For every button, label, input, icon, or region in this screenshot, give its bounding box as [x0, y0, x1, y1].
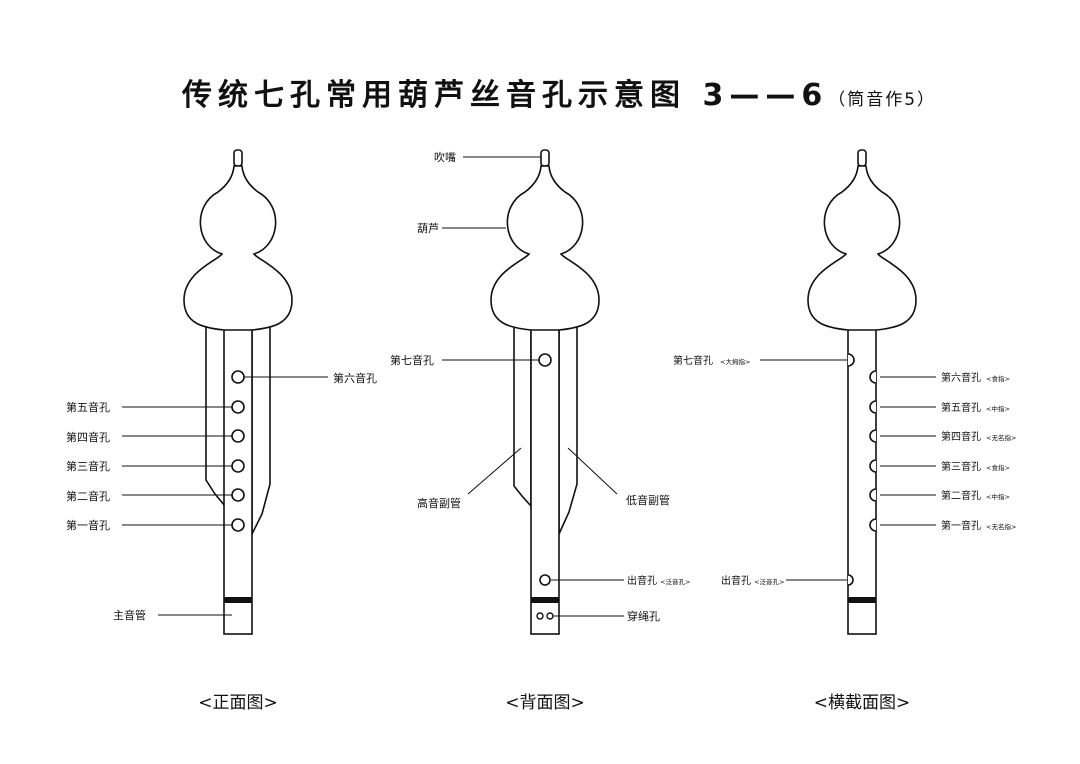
- front-label-hole3: 第三音孔: [66, 459, 110, 473]
- back-gourd: [490, 149, 600, 331]
- diagram-title: 传统七孔常用葫芦丝音孔示意图 3——6（筒音作5）: [182, 70, 936, 114]
- back-string-hole-2: [546, 612, 554, 620]
- front-view: 第六音孔 第五音孔 第四音孔 第三音孔 第二音孔 第一音孔 主音管 <正面图>: [66, 149, 377, 713]
- back-label-outlet: 出音孔: [627, 574, 657, 587]
- side-gourd: [807, 149, 917, 331]
- front-label-main-pipe: 主音管: [113, 608, 146, 622]
- side-label-hole2-finger: <中指>: [986, 492, 1010, 501]
- back-outlet-hole: [539, 574, 551, 586]
- side-view: 第七音孔 <大拇指> 第六音孔 <食指> 第五音孔 <中指> 第四音孔 <无名指…: [673, 149, 1016, 713]
- side-hole-5: [869, 400, 877, 414]
- front-hole-1: [231, 518, 245, 532]
- back-label-high-pipe: 高音副管: [417, 496, 461, 510]
- front-pipe-band: [224, 597, 252, 603]
- title-main: 传统七孔常用葫芦丝音孔示意图: [182, 78, 686, 113]
- back-caption: <背面图>: [505, 693, 585, 713]
- side-label-hole7: 第七音孔: [673, 354, 713, 367]
- side-label-hole4-finger: <无名指>: [986, 433, 1016, 442]
- front-label-hole6: 第六音孔: [333, 371, 377, 385]
- side-caption: <横截面图>: [814, 693, 911, 713]
- front-hole-2: [231, 488, 245, 502]
- back-label-string-hole: 穿绳孔: [627, 609, 660, 623]
- side-label-hole6: 第六音孔: [941, 371, 981, 384]
- side-label-hole4: 第四音孔: [941, 430, 981, 443]
- side-label-hole1-finger: <无名指>: [986, 522, 1016, 531]
- front-hole-3: [231, 459, 245, 473]
- front-label-hole5: 第五音孔: [66, 400, 110, 414]
- front-label-hole1: 第一音孔: [66, 518, 110, 532]
- title-note: （筒音作5）: [828, 90, 937, 110]
- front-main-pipe: [223, 317, 253, 635]
- side-hole-6: [869, 370, 877, 384]
- side-label-hole3-finger: <食指>: [986, 463, 1010, 472]
- back-label-mouthpiece: 吹嘴: [434, 151, 456, 164]
- side-hole-1: [869, 518, 877, 532]
- front-label-hole4: 第四音孔: [66, 430, 110, 444]
- side-hole-7: [847, 353, 855, 367]
- back-view: 吹嘴 葫芦 第七音孔 高音副管 低音副管 出音孔 <泛音孔> 穿绳孔 <背面图>: [390, 149, 690, 713]
- side-label-outlet: 出音孔: [721, 574, 751, 587]
- front-gourd: [183, 149, 293, 331]
- side-outlet-hole: [847, 574, 854, 586]
- front-caption: <正面图>: [198, 693, 278, 713]
- front-hole-4: [231, 429, 245, 443]
- side-pipe-band: [848, 597, 876, 603]
- side-label-hole7-finger: <大拇指>: [720, 357, 750, 366]
- side-label-hole1: 第一音孔: [941, 519, 981, 532]
- back-label-gourd: 葫芦: [417, 222, 439, 235]
- front-hole-5: [231, 400, 245, 414]
- side-label-hole5: 第五音孔: [941, 401, 981, 414]
- side-label-hole5-finger: <中指>: [986, 404, 1010, 413]
- back-string-hole-1: [536, 612, 544, 620]
- side-hole-2: [869, 488, 877, 502]
- side-hole-4: [869, 429, 877, 443]
- back-label-low-pipe: 低音副管: [626, 493, 670, 507]
- side-hole-3: [869, 459, 877, 473]
- back-label-outlet-note: <泛音孔>: [660, 577, 690, 586]
- front-hole-6: [231, 370, 245, 384]
- back-label-hole7: 第七音孔: [390, 353, 434, 367]
- side-label-outlet-note: <泛音孔>: [754, 577, 784, 586]
- front-label-hole2: 第二音孔: [66, 489, 110, 503]
- side-label-hole3: 第三音孔: [941, 460, 981, 473]
- side-label-hole6-finger: <食指>: [986, 374, 1010, 383]
- side-main-pipe: [847, 317, 877, 635]
- title-key: 3——6: [702, 78, 829, 113]
- back-pipe-band: [531, 597, 559, 603]
- side-label-hole2: 第二音孔: [941, 489, 981, 502]
- back-hole-7: [538, 353, 552, 367]
